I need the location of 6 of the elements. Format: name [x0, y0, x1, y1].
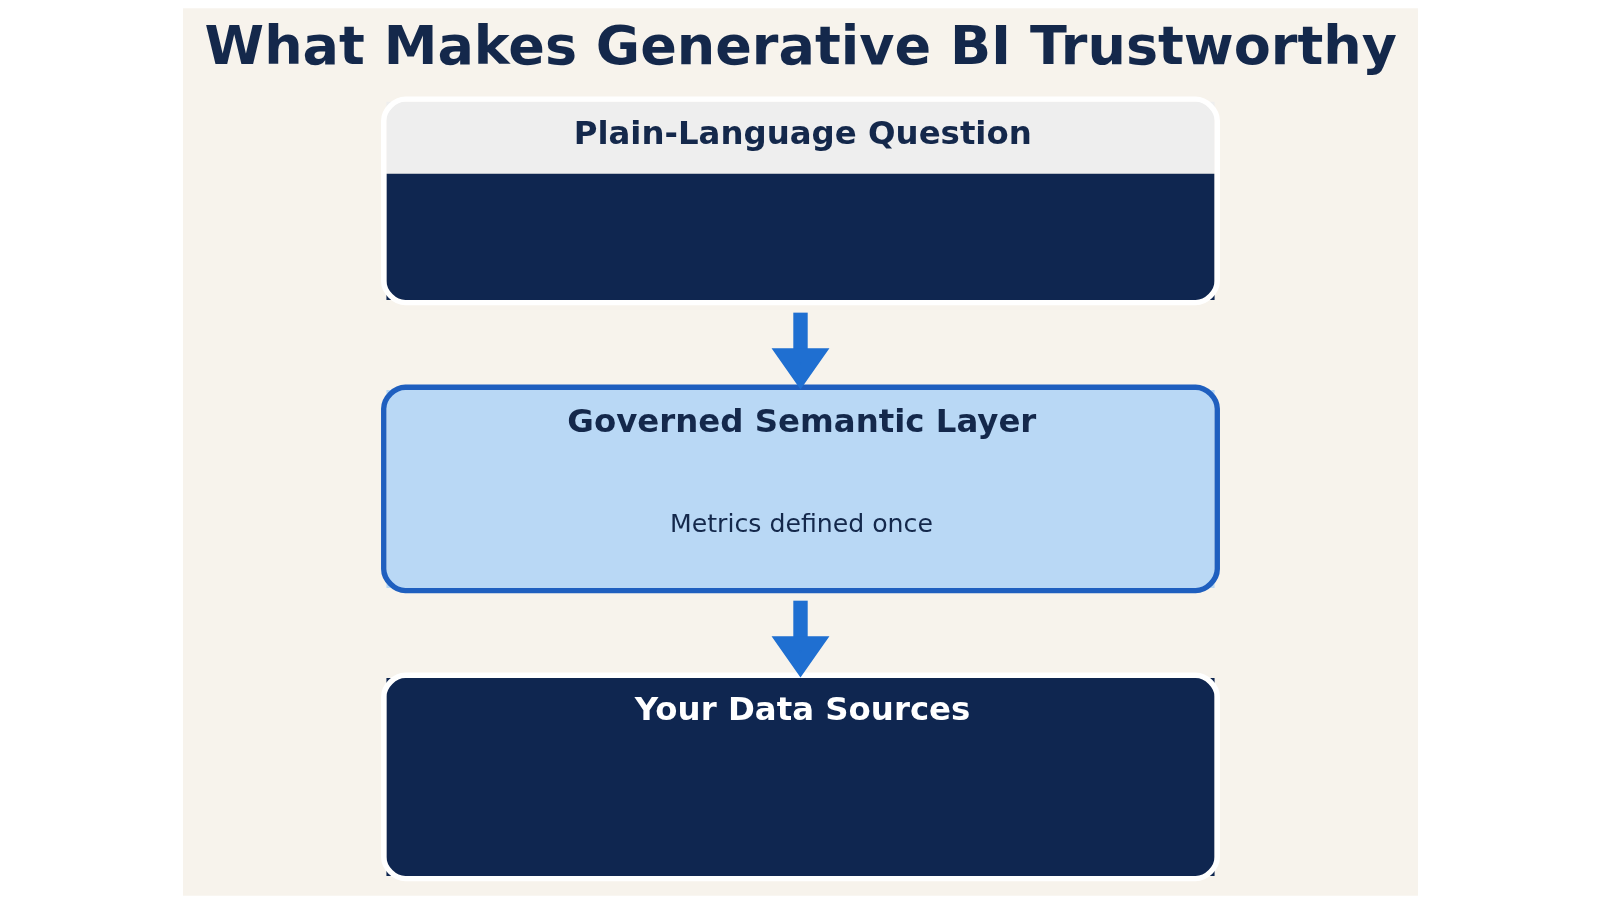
node-box: Plain-Language Question — [380, 96, 1220, 306]
node-box: Your Data Sources — [380, 672, 1220, 882]
node-box: Governed Semantic Layer Metrics defined once — [380, 384, 1220, 594]
arrow — [771, 312, 829, 390]
arrow — [771, 600, 829, 678]
diagram-title: What Makes Generative BI Trustworthy — [204, 14, 1397, 78]
